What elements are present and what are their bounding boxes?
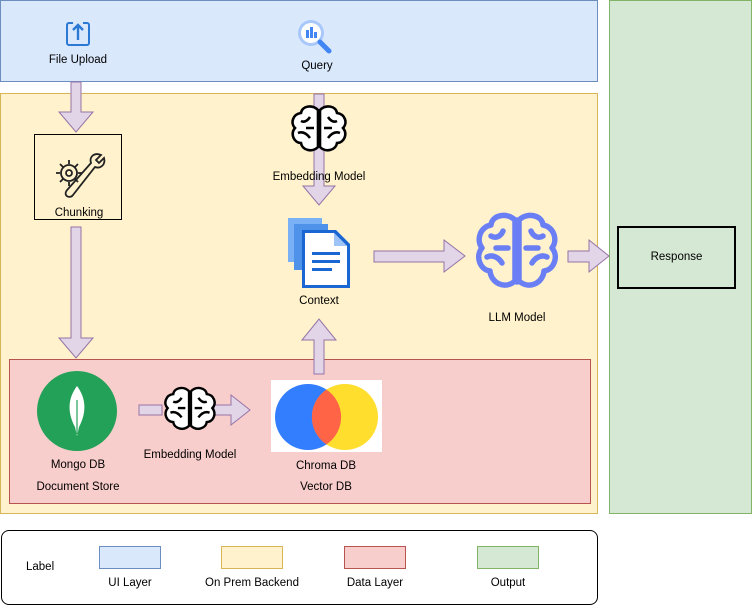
- query-label: Query: [301, 60, 333, 72]
- arrow-mongo-to-embedding: [138, 404, 163, 416]
- arrow-llm-to-response: [567, 238, 610, 274]
- legend-swatch-output: [477, 546, 539, 569]
- chroma-label-line1: Chroma DB: [295, 460, 357, 472]
- file-upload-node[interactable]: [40, 14, 116, 74]
- legend-label-ui: UI Layer: [108, 577, 152, 589]
- response-node[interactable]: Response: [617, 226, 736, 289]
- mongo-label-line1: Mongo DB: [50, 459, 106, 471]
- chunking-node[interactable]: Chunking: [34, 134, 122, 220]
- legend-box: Label UI Layer On Prem Backend Data Laye…: [1, 530, 598, 605]
- arrow-upload-to-chunking: [57, 81, 95, 133]
- legend-label-output: Output: [490, 577, 526, 589]
- brain-icon-bottom: [164, 386, 216, 430]
- arrow-context-to-llm: [373, 238, 466, 274]
- legend-title: Label: [26, 561, 55, 573]
- chroma-label-line2: Vector DB: [300, 481, 352, 493]
- embedding-top-label: Embedding Model: [272, 171, 366, 183]
- legend-swatch-ui: [99, 546, 161, 569]
- mongo-label-line2: Document Store: [36, 481, 120, 493]
- llm-label: LLM Model: [488, 312, 546, 324]
- legend-swatch-data: [344, 546, 406, 569]
- brain-icon-top: [291, 105, 347, 152]
- arrow-chunking-to-mongo: [57, 226, 95, 359]
- embedding-bottom-label: Embedding Model: [143, 449, 237, 461]
- file-upload-label: File Upload: [48, 54, 108, 66]
- settings-wrench-icon: [56, 153, 106, 198]
- chunking-label: Chunking: [54, 207, 104, 219]
- legend-label-backend: On Prem Backend: [205, 577, 299, 589]
- arrow-embedding-to-chroma: [213, 393, 251, 427]
- response-label: Response: [650, 251, 703, 263]
- context-label: Context: [299, 295, 339, 307]
- chromadb-icon: [275, 384, 378, 450]
- query-node[interactable]: [290, 14, 346, 74]
- document-icon: [288, 218, 350, 288]
- mongodb-icon: [37, 371, 117, 451]
- ui-layer: [0, 0, 598, 82]
- legend-label-data: Data Layer: [346, 577, 404, 589]
- arrow-chroma-to-context: [300, 318, 338, 375]
- llm-brain-icon: [476, 212, 558, 288]
- upload-icon: [66, 21, 90, 46]
- query-search-icon: [298, 20, 332, 54]
- legend-swatch-backend: [221, 546, 283, 569]
